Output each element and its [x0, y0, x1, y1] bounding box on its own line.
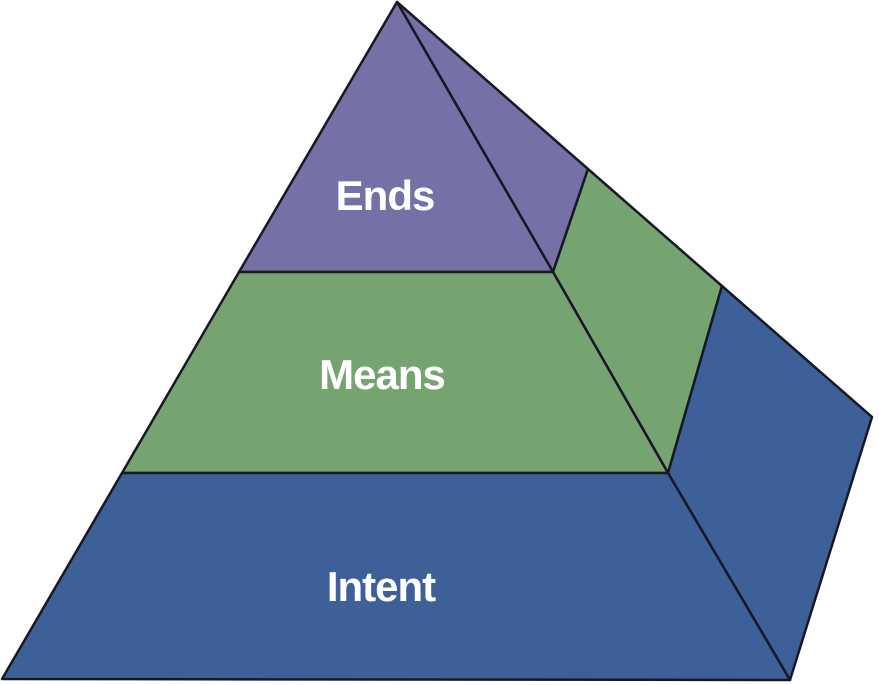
intent-label: Intent: [327, 563, 436, 610]
intent-front-face: [0, 471, 792, 682]
means-label: Means: [319, 351, 445, 398]
ends-label: Ends: [336, 172, 435, 219]
